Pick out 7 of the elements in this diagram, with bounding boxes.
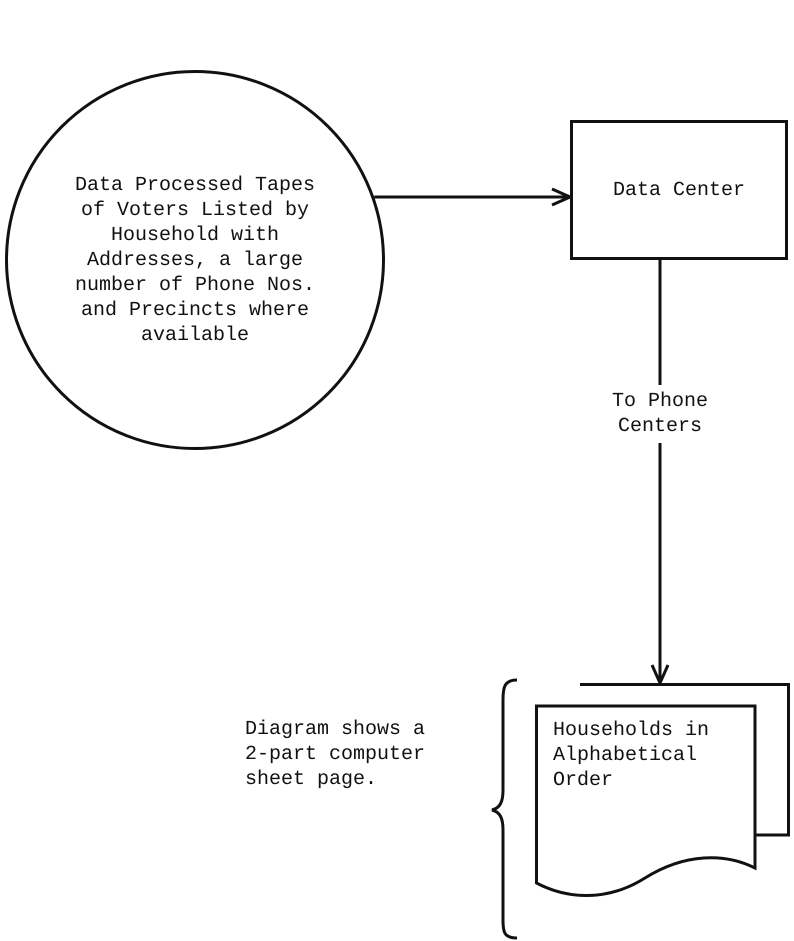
input-circle (5, 70, 385, 450)
node-text: Data Processed Tapes of Voters Listed by Household with Addresses, a large number of Phone Nos. and Precincts where available (74, 172, 316, 348)
arrow (374, 188, 572, 206)
process-box (570, 120, 788, 260)
note-text: Diagram shows a 2-part computer sheet page. (245, 717, 426, 792)
node-text: Households in Alphabetical Order (553, 718, 710, 793)
node-text: Data Center (612, 178, 746, 202)
